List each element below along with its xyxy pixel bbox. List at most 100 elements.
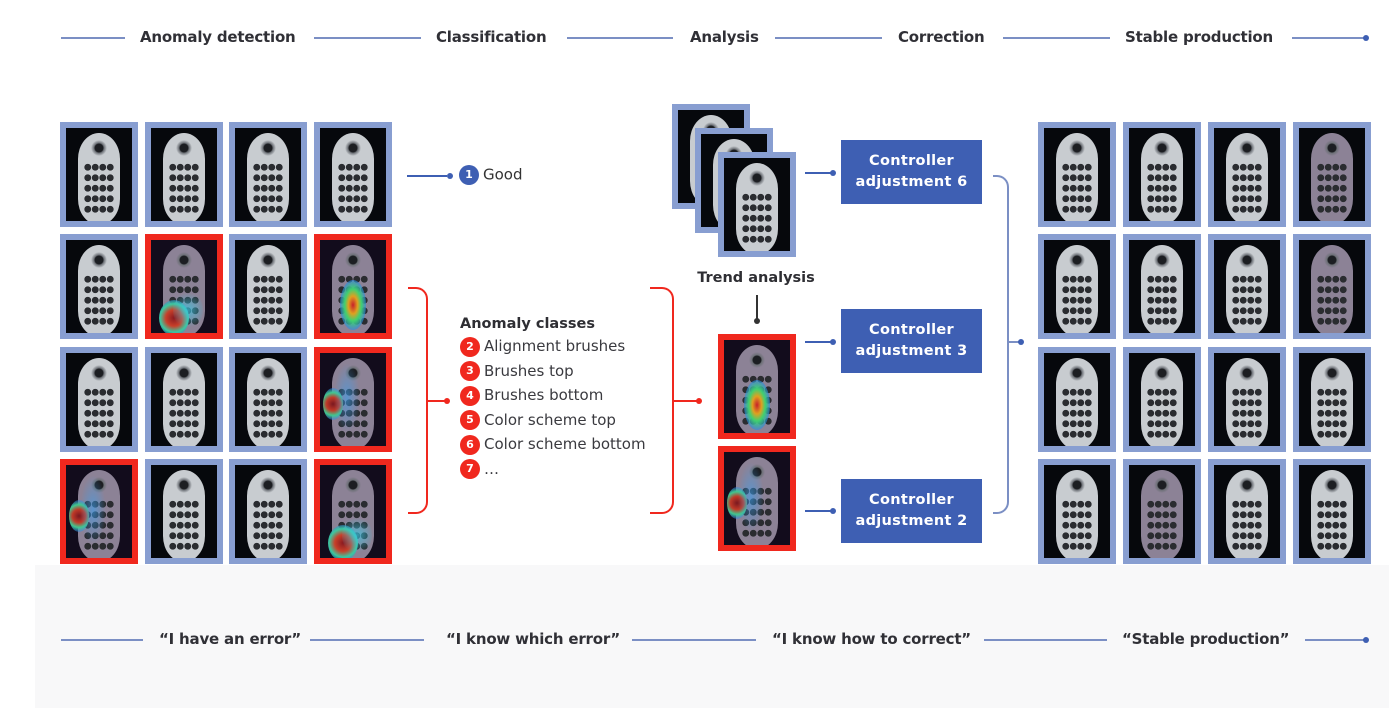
brush-top-tuft (260, 365, 276, 381)
product-image (1038, 347, 1116, 452)
class-number-badge: 7 (460, 459, 480, 479)
product-image (1038, 234, 1116, 339)
flow-line (632, 639, 756, 641)
product-image (314, 122, 392, 227)
bristle-tufts (1317, 162, 1347, 214)
anomaly-bracket-right (650, 287, 674, 514)
anomaly-product-image (314, 234, 392, 339)
brush-top-tuft (1154, 140, 1170, 156)
flow-line (310, 639, 424, 641)
controller-line2: adjustment 6 (855, 174, 968, 190)
brush-top-tuft (1154, 477, 1170, 493)
trend-connector-line (756, 295, 758, 320)
product-image (145, 459, 223, 564)
product-image (1208, 347, 1286, 452)
anomaly-product-image (314, 459, 392, 564)
brush-top-tuft (1324, 477, 1340, 493)
quote-i-have-an-error: “I have an error” (159, 630, 302, 648)
bristle-tufts (1147, 387, 1177, 439)
brush-top-tuft (176, 140, 192, 156)
controller-adjustment-6-box: Controller adjustment 6 (841, 140, 982, 204)
heatmap-overlay (738, 462, 764, 532)
brush-top-tuft (749, 170, 765, 186)
brush-top-tuft (1324, 252, 1340, 268)
anomaly-product-image (718, 334, 796, 439)
brush-top-tuft (260, 252, 276, 268)
class-number-badge: 5 (460, 410, 480, 430)
stage-flow-bottom: “I have an error” “I know which error” “… (0, 630, 1389, 650)
bristle-tufts (1232, 162, 1262, 214)
product-image (1123, 234, 1201, 339)
trend-analysis-label: Trend analysis (697, 270, 815, 286)
flow-line (314, 37, 421, 39)
product-image (1293, 234, 1371, 339)
product-image (229, 347, 307, 452)
product-image (229, 234, 307, 339)
product-image (1293, 459, 1371, 564)
brush-top-tuft (176, 477, 192, 493)
bristle-tufts (169, 499, 199, 551)
brush-top-tuft (176, 252, 192, 268)
bristle-tufts (742, 192, 772, 244)
brush-top-tuft (1069, 477, 1085, 493)
controller-line1: Controller (869, 322, 954, 338)
stage-analysis: Analysis (690, 28, 759, 46)
bristle-tufts (169, 162, 199, 214)
product-image (1208, 234, 1286, 339)
heatmap-overlay (340, 280, 366, 330)
brush-top-tuft (260, 140, 276, 156)
bristle-tufts (1317, 499, 1347, 551)
bristle-tufts (1062, 499, 1092, 551)
class-number-badge: 6 (460, 434, 480, 455)
flow-line (1305, 639, 1365, 641)
brush-top-tuft (1239, 140, 1255, 156)
product-image (229, 122, 307, 227)
product-image (60, 234, 138, 339)
stage-flow-top: Anomaly detection Classification Analysi… (0, 28, 1389, 48)
heatmap-overlay (80, 475, 106, 545)
product-image (1208, 459, 1286, 564)
controller-connector-dot (830, 508, 836, 514)
flow-line (775, 37, 882, 39)
heatmap-overlay (334, 363, 360, 433)
class-label: Brushes top (484, 361, 574, 380)
product-image (60, 122, 138, 227)
class-label: Color scheme bottom (484, 435, 646, 453)
quote-stable-production: “Stable production” (1122, 630, 1290, 648)
anomaly-product-image (60, 459, 138, 564)
flow-line (1292, 37, 1365, 39)
bracket-dot (1018, 339, 1024, 345)
product-image (1293, 122, 1371, 227)
anomaly-product-image (145, 234, 223, 339)
controller-line2: adjustment 2 (855, 513, 968, 529)
heatmap-overlay (342, 515, 372, 555)
anomaly-classes-title: Anomaly classes (460, 316, 595, 332)
controller-line1: Controller (869, 153, 954, 169)
correction-bracket (993, 175, 1009, 514)
controller-connector (805, 341, 833, 343)
product-image (145, 347, 223, 452)
brush-top-tuft (345, 140, 361, 156)
brush-top-tuft (1324, 365, 1340, 381)
brush-top-tuft (1069, 365, 1085, 381)
bristle-tufts (84, 162, 114, 214)
product-image (1208, 122, 1286, 227)
quote-i-know-which-error: “I know which error” (446, 630, 620, 648)
bristle-tufts (1062, 274, 1092, 326)
brush-top-tuft (1239, 477, 1255, 493)
product-image (1038, 459, 1116, 564)
class-number-badge: 4 (460, 385, 480, 406)
bristle-tufts (1317, 387, 1347, 439)
connector-line (407, 175, 447, 177)
controller-adjustment-2-box: Controller adjustment 2 (841, 479, 982, 543)
anomaly-product-image (314, 347, 392, 452)
product-image (1123, 459, 1201, 564)
product-image (229, 459, 307, 564)
anomaly-class-item: 7… (460, 459, 646, 484)
brush-top-tuft (91, 140, 107, 156)
